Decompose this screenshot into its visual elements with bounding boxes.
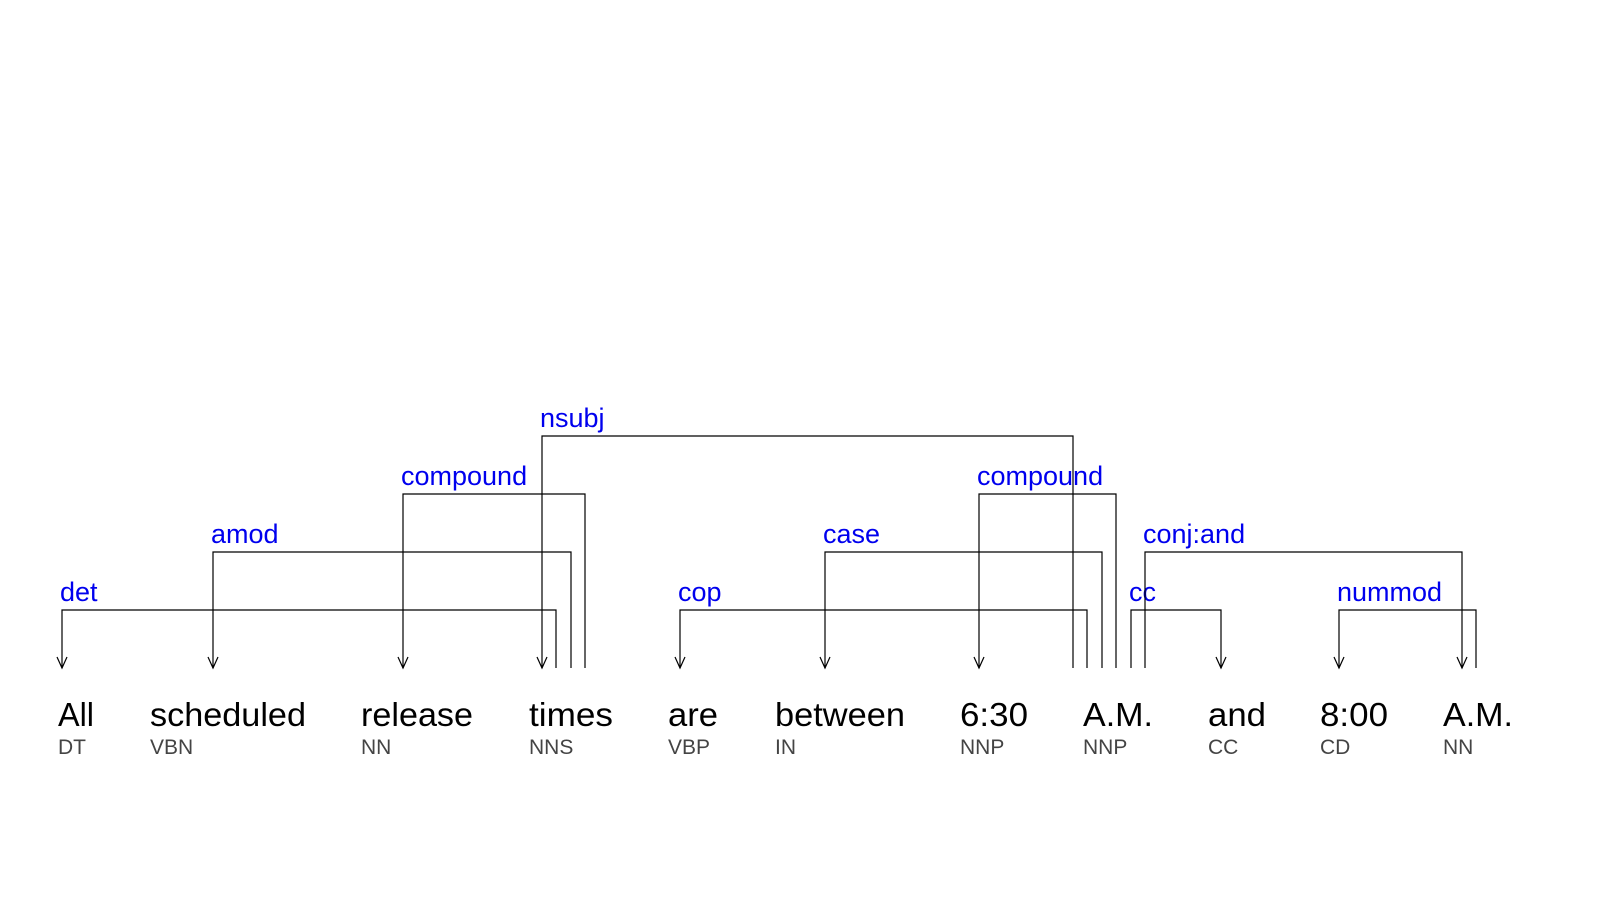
token: A.M. NN bbox=[1443, 696, 1513, 759]
dependency-arc: cc bbox=[1129, 577, 1227, 670]
token-pos-tag: IN bbox=[775, 736, 796, 759]
arrow-head-icon bbox=[973, 656, 985, 670]
dependency-arc: compound bbox=[397, 461, 586, 670]
token-word: 6:30 bbox=[960, 696, 1028, 733]
dependency-arc: cop bbox=[674, 577, 1088, 670]
dependency-arc: det bbox=[56, 577, 557, 670]
dependency-arc: compound bbox=[973, 461, 1117, 670]
token-word: and bbox=[1208, 696, 1266, 733]
dependency-label: compound bbox=[401, 461, 527, 491]
token-word: are bbox=[668, 696, 718, 733]
arrow-head-icon bbox=[1456, 656, 1468, 670]
dependency-arc: case bbox=[819, 519, 1103, 670]
token-word: A.M. bbox=[1443, 696, 1513, 733]
arrow-head-icon bbox=[207, 656, 219, 670]
dependency-arc: amod bbox=[207, 519, 572, 670]
dependency-label: nummod bbox=[1337, 577, 1442, 607]
dependency-line bbox=[824, 551, 1103, 668]
arrow-head-icon bbox=[1333, 656, 1345, 670]
dependency-label: compound bbox=[977, 461, 1103, 491]
token-pos-tag: NNP bbox=[960, 736, 1004, 759]
dependency-label: nsubj bbox=[540, 403, 605, 433]
token-word: times bbox=[529, 696, 613, 733]
dependency-line bbox=[1338, 609, 1477, 668]
dependency-line bbox=[679, 609, 1088, 668]
token-pos-tag: NN bbox=[1443, 736, 1473, 759]
token-word: release bbox=[361, 696, 473, 733]
dependency-line bbox=[402, 493, 586, 668]
dependency-arc: nummod bbox=[1333, 577, 1477, 670]
arrow-head-icon bbox=[674, 656, 686, 670]
dependency-line bbox=[61, 609, 557, 668]
arrow-head-icon bbox=[397, 656, 409, 670]
arrow-head-icon bbox=[536, 656, 548, 670]
token-pos-tag: NNS bbox=[529, 736, 573, 759]
token-word: 8:00 bbox=[1320, 696, 1388, 733]
token-pos-tag: NN bbox=[361, 736, 391, 759]
token-pos-tag: VBP bbox=[668, 736, 710, 759]
dependency-label: cop bbox=[678, 577, 722, 607]
dependency-line bbox=[1130, 609, 1222, 668]
dependency-line bbox=[212, 551, 572, 668]
token-word: between bbox=[775, 696, 905, 733]
arrow-head-icon bbox=[56, 656, 68, 670]
token-word: All bbox=[58, 696, 94, 733]
dependency-line bbox=[978, 493, 1117, 668]
dependency-label: amod bbox=[211, 519, 279, 549]
dependency-label: cc bbox=[1129, 577, 1156, 607]
dependency-label: case bbox=[823, 519, 880, 549]
arrow-head-icon bbox=[1215, 656, 1227, 670]
dependency-label: det bbox=[60, 577, 98, 607]
dependency-arcs: det amod compound nsubj cop case compound cc con… bbox=[56, 403, 1477, 670]
token-pos-tag: VBN bbox=[150, 736, 193, 759]
token-pos-tag: DT bbox=[58, 736, 86, 759]
dependency-arc: nsubj bbox=[536, 403, 1074, 670]
token-pos-tag: CC bbox=[1208, 736, 1238, 759]
token-word: A.M. bbox=[1083, 696, 1153, 733]
token-pos-tag: CD bbox=[1320, 736, 1350, 759]
token-pos-tag: NNP bbox=[1083, 736, 1127, 759]
arrow-head-icon bbox=[819, 656, 831, 670]
token-word: scheduled bbox=[150, 696, 306, 733]
token: A.M. NNP bbox=[1083, 696, 1153, 759]
dependency-label: conj:and bbox=[1143, 519, 1245, 549]
